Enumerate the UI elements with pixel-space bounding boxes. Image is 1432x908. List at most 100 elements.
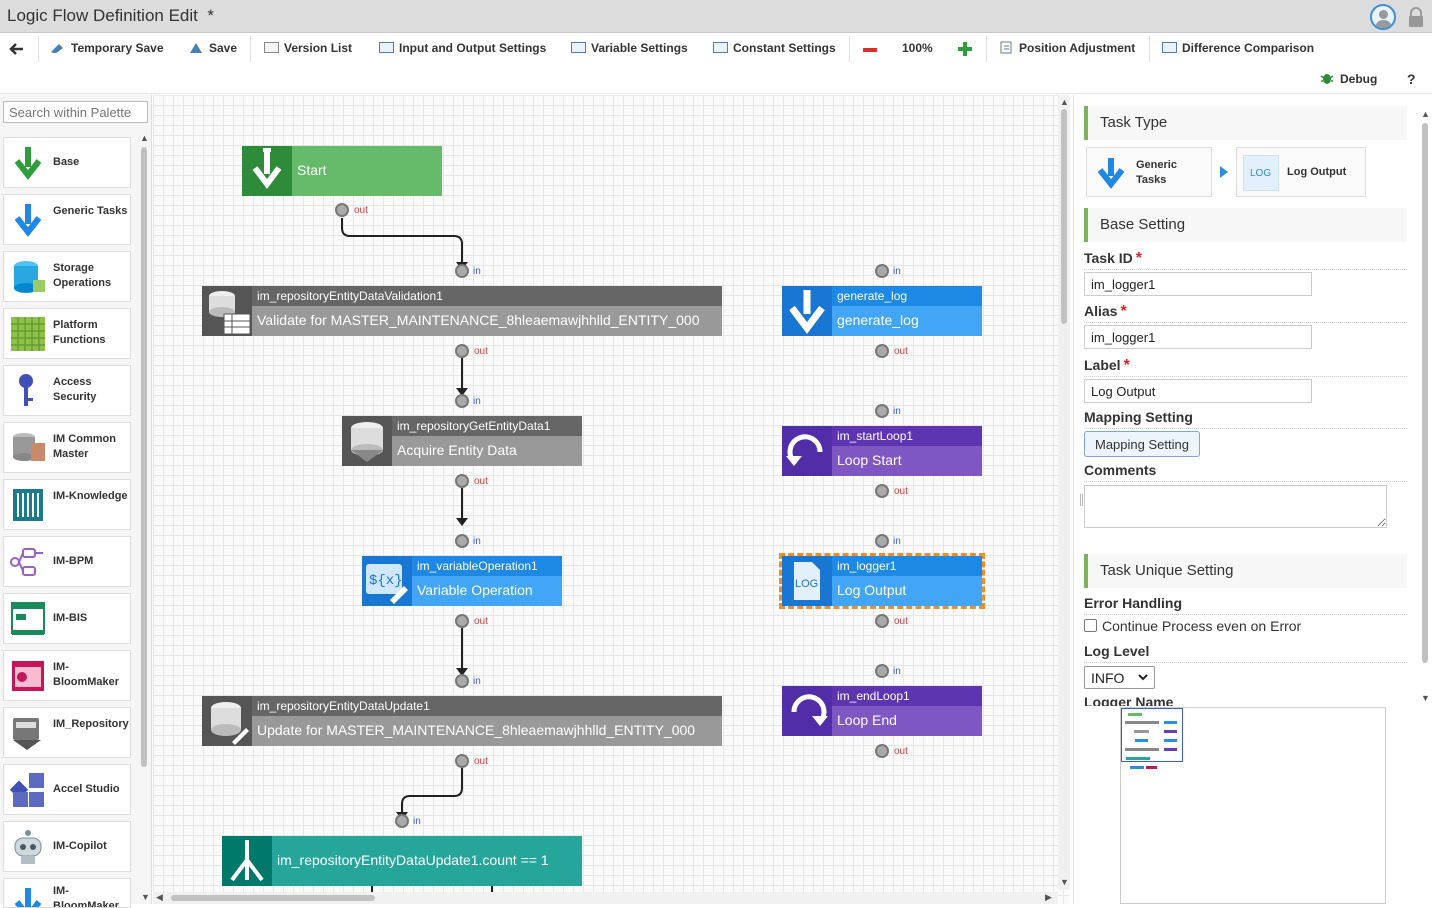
palette-item-generic-tasks[interactable]: Generic Tasks [3,194,131,245]
canvas-vertical-scrollbar[interactable]: ▲ ▼ [1058,95,1070,890]
palette-item-label: Base [53,156,80,168]
palette-item-label: Platform Functions [53,319,106,346]
panel-resize-handle[interactable]: ║ [1078,495,1086,506]
node-loop-start[interactable]: im_startLoop1 Loop Start [782,426,982,476]
difference-comparison-button[interactable]: Difference Comparison [1162,41,1314,55]
continue-on-error-checkbox[interactable] [1084,619,1097,632]
node-start[interactable]: Start [242,146,442,196]
flow-canvas[interactable]: Start out in im_repositoryEntityDataVali… [153,95,1070,904]
mapping-setting-label: Mapping Setting [1084,409,1193,425]
node-entity-validation[interactable]: im_repositoryEntityDataValidation1 Valid… [202,286,722,336]
palette-item-accel-studio[interactable]: Accel Studio [3,764,131,815]
log-level-label: Log Level [1084,643,1150,659]
port-out[interactable] [875,744,889,758]
label-input[interactable] [1084,379,1312,403]
palette-item-im-bis[interactable]: IM-BIS [3,593,131,644]
palette-item-im-common-master[interactable]: IM Common Master [3,422,131,473]
comments-textarea[interactable] [1084,485,1387,528]
alias-input[interactable] [1084,325,1312,349]
zoom-in-icon[interactable] [958,42,972,56]
palette-item-platform[interactable]: Platform Functions [3,308,131,359]
node-header: im_startLoop1 [832,426,982,446]
palette-item-storage[interactable]: Storage Operations [3,251,131,302]
io-settings-button[interactable]: Input and Output Settings [379,41,546,55]
help-button[interactable]: ? [1407,71,1416,87]
port-out[interactable] [875,484,889,498]
down-arrow-icon [782,286,832,336]
port-in[interactable] [875,404,889,418]
port-out[interactable] [455,754,469,768]
version-list-button[interactable]: Version List [264,41,352,55]
port-out[interactable] [875,614,889,628]
node-header: im_repositoryEntityDataUpdate1 [252,696,722,716]
io-settings-icon [379,42,394,53]
constant-settings-button[interactable]: Constant Settings [713,41,836,55]
database-edit-icon [202,696,252,746]
port-in[interactable] [455,674,469,688]
comments-label: Comments [1084,462,1157,478]
variable-settings-button[interactable]: Variable Settings [571,41,688,55]
position-adjustment-button[interactable]: Position Adjustment [1000,41,1135,55]
port-out[interactable] [455,344,469,358]
node-condition-branch[interactable]: im_repositoryEntityDataUpdate1.count == … [222,836,582,886]
palette-item-im-repository[interactable]: IM_Repository [3,707,131,758]
palette-search-input[interactable] [3,101,148,123]
debug-button[interactable]: Debug [1320,71,1377,86]
loop-end-icon [782,686,832,736]
port-in-label: in [893,666,901,677]
palette-scroll-down-icon[interactable]: ▼ [141,892,150,902]
palette-item-label: Access Security [53,376,97,403]
node-entity-data-update[interactable]: im_repositoryEntityDataUpdate1 Update fo… [202,696,722,746]
node-generate-log[interactable]: generate_log generate_log [782,286,982,336]
log-level-select[interactable]: INFO [1084,666,1155,689]
svg-text:LOG: LOG [795,578,818,590]
label-field-label: Label* [1084,357,1130,374]
mapping-setting-button[interactable]: Mapping Setting [1084,431,1200,457]
chevron-right-icon [1220,166,1228,178]
palette-scrollbar[interactable]: ▲ [140,133,149,895]
zoom-out-icon[interactable] [863,48,877,52]
palette-item-im-bloommaker[interactable]: IM-BloomMaker [3,650,131,701]
port-out[interactable] [455,474,469,488]
port-in[interactable] [875,534,889,548]
minimap-viewport[interactable] [1121,708,1183,762]
repository-icon [13,718,41,750]
palette-item-im-bpm[interactable]: IM-BPM [3,536,131,587]
port-out-label: out [894,346,908,357]
lock-icon[interactable] [1407,7,1425,27]
port-in-label: in [893,266,901,277]
database-table-icon [202,286,252,336]
user-avatar-icon[interactable] [1370,4,1396,30]
overview-minimap[interactable] [1120,707,1386,904]
port-in[interactable] [875,264,889,278]
port-in[interactable] [455,264,469,278]
palette-item-access-security[interactable]: Access Security [3,365,131,416]
save-button[interactable]: Save [188,41,237,55]
port-in[interactable] [395,814,409,828]
node-label: Acquire Entity Data [392,436,582,466]
port-out-label: out [474,616,488,627]
node-variable-operation[interactable]: ${x} im_variableOperation1 Variable Oper… [362,556,562,606]
palette-item-im-copilot[interactable]: IM-Copilot [3,821,131,872]
port-in[interactable] [455,534,469,548]
palette-item-base[interactable]: Base [3,137,131,188]
minimap-preview [1125,713,1177,769]
palette-item-im-knowledge[interactable]: IM-Knowledge [3,479,131,530]
back-arrow-icon[interactable] [9,43,24,55]
node-get-entity-data[interactable]: im_repositoryGetEntityData1 Acquire Enti… [342,416,582,466]
port-in[interactable] [875,664,889,678]
key-icon [19,374,33,406]
task-category-box: Generic Tasks [1086,147,1212,197]
variable-icon: ${x} [362,556,412,606]
node-header: im_variableOperation1 [412,556,562,576]
node-logger-selected[interactable]: LOG im_logger1 Log Output [779,553,985,609]
node-loop-end[interactable]: im_endLoop1 Loop End [782,686,982,736]
task-id-input[interactable] [1084,272,1312,296]
port-out[interactable] [335,203,349,217]
canvas-horizontal-scrollbar[interactable]: ◀ ▶ [153,892,1058,904]
port-out[interactable] [455,614,469,628]
port-in[interactable] [455,394,469,408]
temporary-save-button[interactable]: Temporary Save [50,41,164,55]
port-out[interactable] [875,344,889,358]
property-panel-scrollbar[interactable]: ▲ ▼ [1419,109,1431,705]
